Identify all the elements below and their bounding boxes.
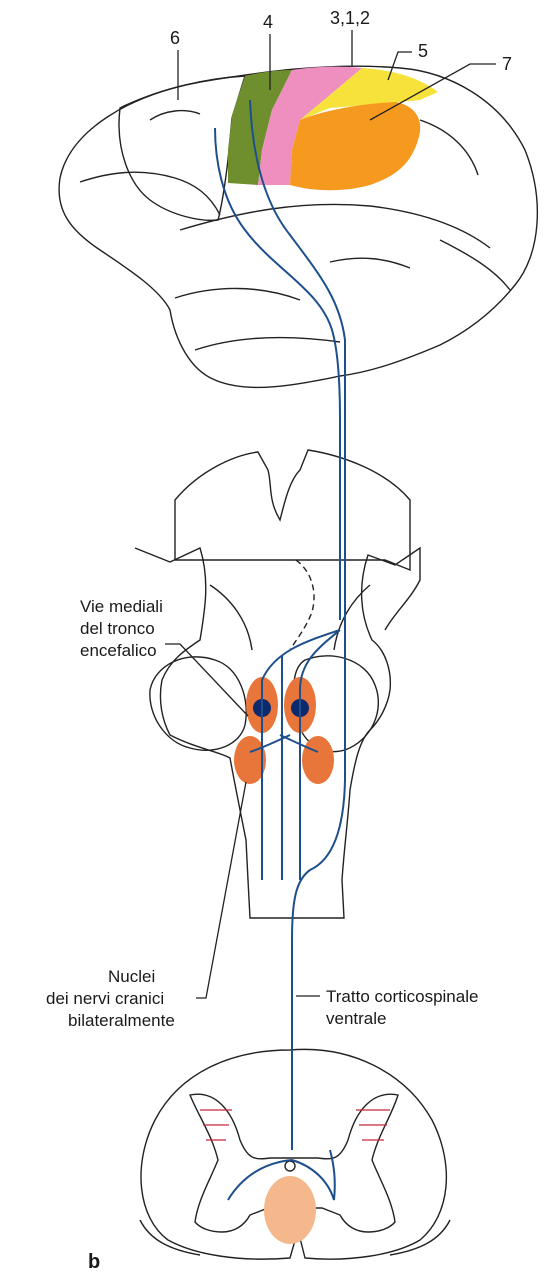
ventral-horn-pink — [264, 1176, 316, 1244]
brain-sulcus — [195, 337, 340, 350]
medial-pathways-label-line1: Vie mediali — [80, 597, 163, 616]
area-312-label: 3,1,2 — [330, 8, 370, 28]
brain-sulcus — [330, 258, 410, 268]
area-5-label: 5 — [418, 41, 428, 61]
cranial-nuclei-label-line1: Nuclei — [108, 967, 155, 986]
cranial-nuclei-label-line3: bilateralmente — [68, 1011, 175, 1030]
brain-lateral-view — [59, 66, 537, 387]
area-6-region — [119, 76, 245, 220]
brainstem-top-fan — [175, 450, 410, 570]
area-4-label: 4 — [263, 12, 273, 32]
ventral-tract-label-line2: ventrale — [326, 1009, 386, 1028]
medial-pathways-label-line3: encefalico — [80, 641, 157, 660]
brain-sulcus — [150, 111, 200, 120]
medial-pathways-label-line2: del tronco — [80, 619, 155, 638]
cerebral-peduncle-left — [150, 657, 246, 750]
cranial-nucleus-right — [302, 736, 334, 784]
corticospinal-tracts — [215, 100, 345, 1200]
cranial-nuclei-label-line2: dei nervi cranici — [46, 989, 164, 1008]
area-6-label: 6 — [170, 28, 180, 48]
panel-label: b — [88, 1251, 100, 1273]
spinal-cord-section — [140, 1049, 450, 1259]
brainstem-section — [135, 450, 420, 918]
brainstem-outline — [135, 548, 420, 918]
area-7-label: 7 — [502, 54, 512, 74]
ventral-tract-label-line1: Tratto corticospinale — [326, 987, 478, 1006]
brain-sulcus — [80, 172, 220, 215]
tract-area6 — [215, 128, 340, 620]
central-canal — [285, 1161, 295, 1171]
brain-sulcus — [175, 288, 300, 300]
brain-sulcus — [420, 120, 478, 175]
cranial-nuclei-leader — [196, 782, 246, 998]
medial-pathways-leader — [165, 644, 248, 716]
brain-sulcus — [440, 240, 510, 290]
brainstem-inner-line — [210, 585, 252, 650]
brainstem-inner-line — [290, 560, 314, 650]
